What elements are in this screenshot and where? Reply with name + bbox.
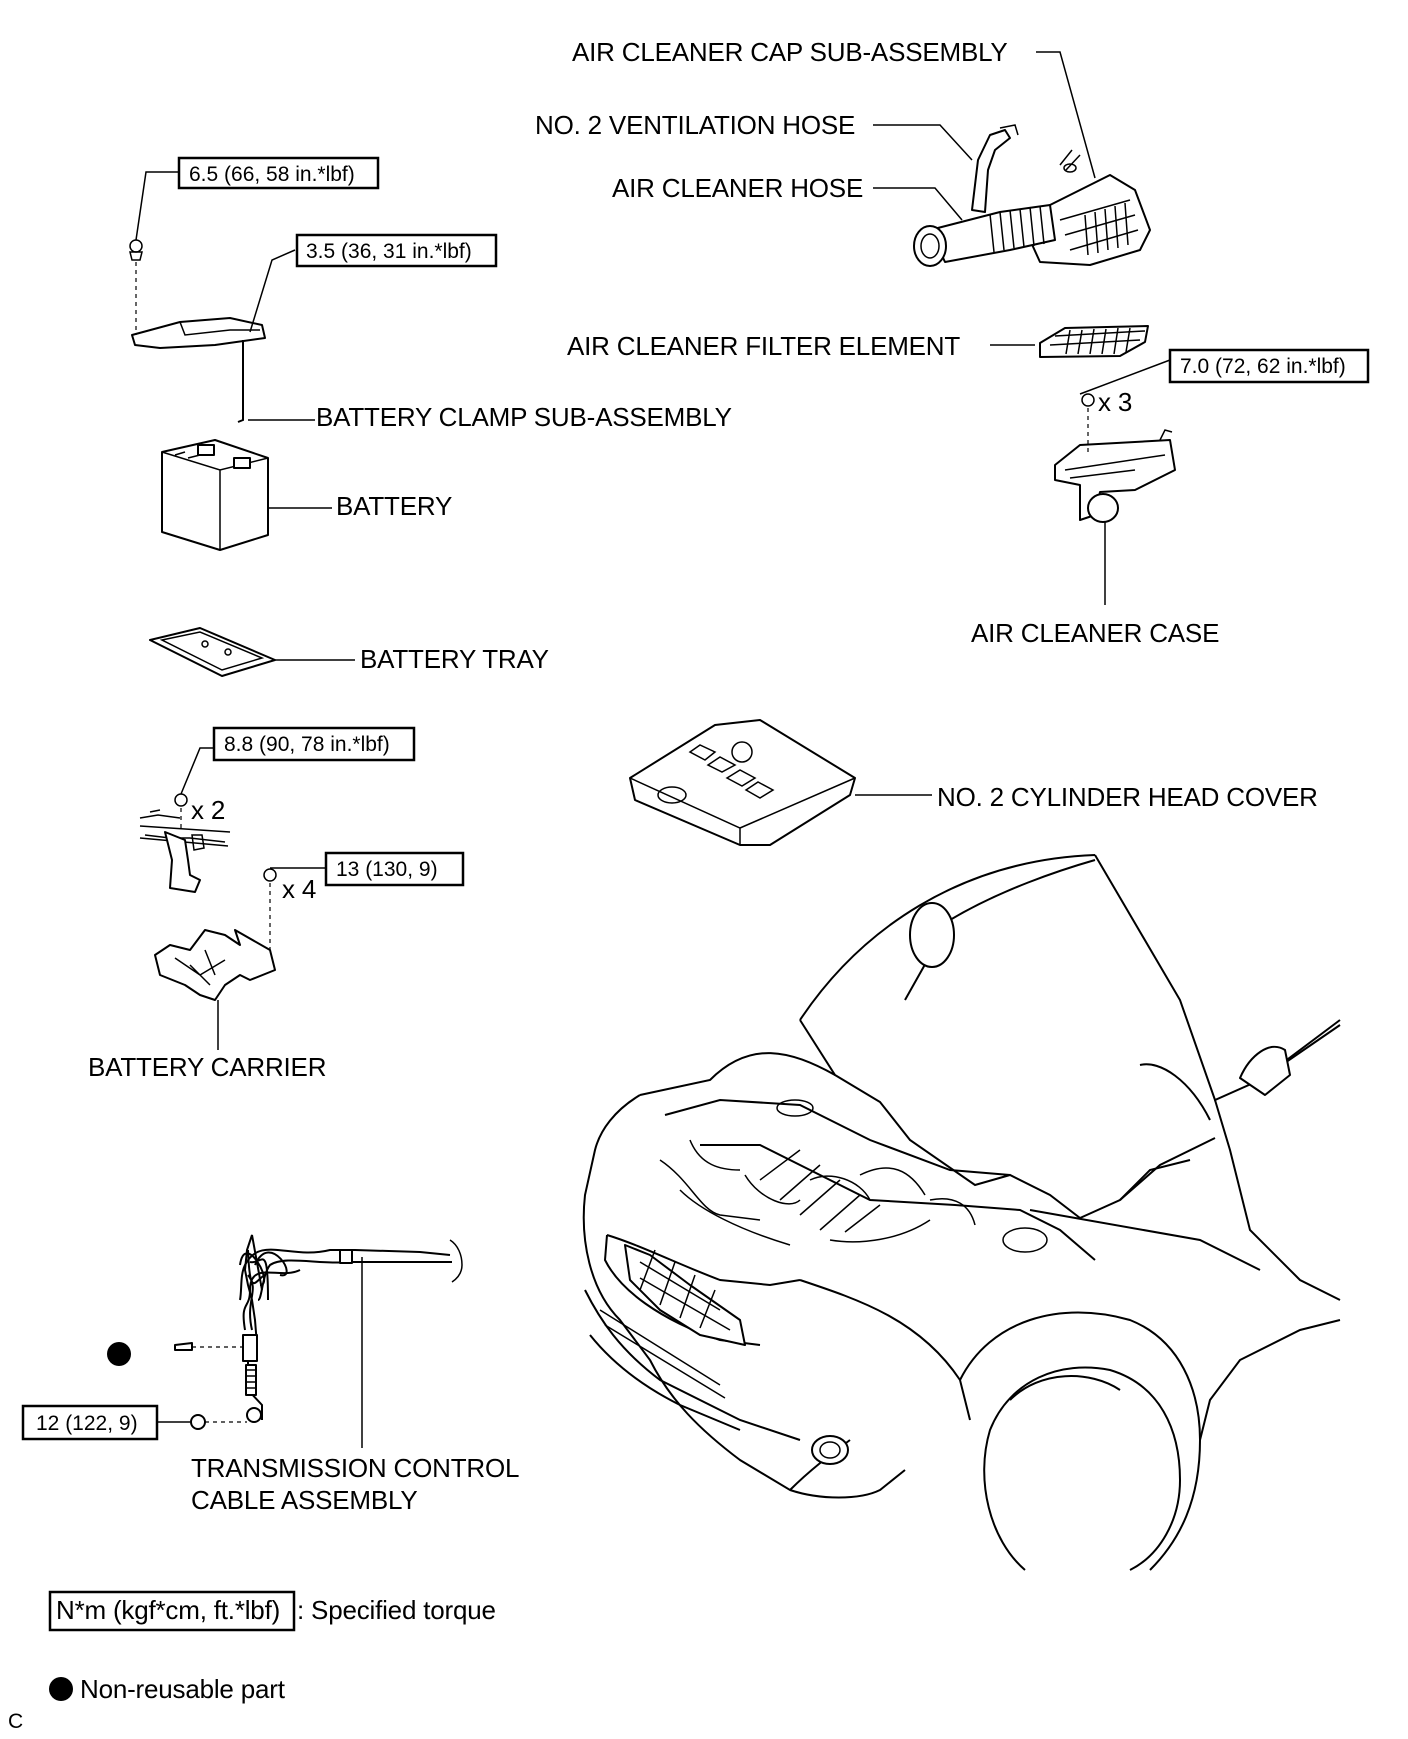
- torque-clamp-nut: 3.5 (36, 31 in.*lbf): [306, 240, 472, 263]
- air-cleaner-cap-illustration: [1029, 149, 1151, 266]
- torque-carrier-bolt: 13 (130, 9): [336, 858, 438, 881]
- torque-box-carrier-bolt: 13 (130, 9): [324, 851, 465, 887]
- label-battery-tray: BATTERY TRAY: [360, 644, 549, 674]
- vehicle-illustration: [582, 854, 1341, 1571]
- label-battery: BATTERY: [336, 491, 452, 521]
- corner-mark: C: [8, 1710, 23, 1733]
- torque-box-clamp-bolt: 6.5 (66, 58 in.*lbf): [177, 156, 380, 190]
- torque-wire-bolt: 8.8 (90, 78 in.*lbf): [224, 733, 390, 756]
- label-air-cleaner-case: AIR CLEANER CASE: [971, 618, 1219, 648]
- label-ventilation-hose: NO. 2 VENTILATION HOSE: [535, 110, 855, 140]
- torque-case-bolt: 7.0 (72, 62 in.*lbf): [1180, 355, 1346, 378]
- legend: N*m (kgf*cm, ft.*lbf) : Specified torque…: [48, 1590, 496, 1704]
- label-battery-carrier: BATTERY CARRIER: [88, 1052, 326, 1082]
- battery-clamp-illustration: [129, 239, 266, 423]
- label-filter-element: AIR CLEANER FILTER ELEMENT: [567, 331, 960, 361]
- label-cylinder-head-cover: NO. 2 CYLINDER HEAD COVER: [937, 782, 1318, 812]
- air-cleaner-hose-illustration: [913, 204, 1056, 267]
- transmission-cable-illustration: [174, 1234, 463, 1430]
- filter-element-illustration: [1039, 325, 1149, 358]
- qty-carrier-bolt: x 4: [282, 874, 316, 904]
- leader-lines: [135, 51, 1171, 1448]
- battery-tray-illustration: [149, 627, 276, 677]
- torque-cable-nut: 12 (122, 9): [36, 1412, 138, 1435]
- wire-clamp-illustration: [139, 793, 231, 893]
- label-air-cleaner-cap: AIR CLEANER CAP SUB-ASSEMBLY: [572, 37, 1008, 67]
- torque-box-clamp-nut: 3.5 (36, 31 in.*lbf): [295, 233, 498, 268]
- legend-torque-desc: : Specified torque: [297, 1595, 496, 1625]
- battery-illustration: [161, 439, 269, 551]
- label-transmission-cable-1: TRANSMISSION CONTROL: [191, 1453, 519, 1483]
- qty-case-bolt: x 3: [1098, 387, 1132, 417]
- legend-nonreusable-icon: [49, 1677, 73, 1701]
- torque-box-wire-bolt: 8.8 (90, 78 in.*lbf): [212, 726, 416, 762]
- ventilation-hose-illustration: [971, 124, 1019, 213]
- legend-nonreusable: Non-reusable part: [80, 1674, 286, 1704]
- nonreusable-marker-icon: [107, 1342, 131, 1366]
- label-transmission-cable-2: CABLE ASSEMBLY: [191, 1485, 418, 1515]
- air-cleaner-case-illustration: [1054, 393, 1176, 523]
- label-air-cleaner-hose: AIR CLEANER HOSE: [612, 173, 863, 203]
- cylinder-head-cover-illustration: [629, 719, 856, 846]
- battery-carrier-illustration: [154, 868, 277, 1001]
- qty-wire-bolt: x 2: [191, 795, 225, 825]
- legend-torque-box: N*m (kgf*cm, ft.*lbf): [56, 1595, 280, 1625]
- label-battery-clamp: BATTERY CLAMP SUB-ASSEMBLY: [316, 402, 732, 432]
- torque-box-cable-nut: 12 (122, 9): [21, 1404, 159, 1441]
- torque-clamp-bolt: 6.5 (66, 58 in.*lbf): [189, 163, 355, 186]
- torque-box-case-bolt: 7.0 (72, 62 in.*lbf): [1168, 348, 1370, 384]
